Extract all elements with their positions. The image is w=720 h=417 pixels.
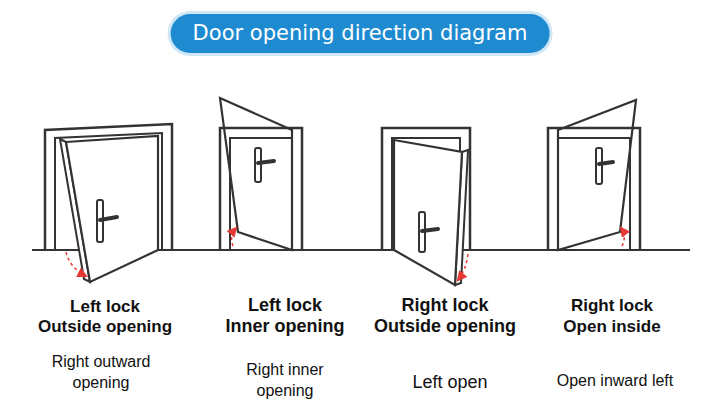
title-slot: Door opening direction diagram <box>171 14 550 53</box>
door-handle-lever <box>100 217 117 220</box>
door-leaf <box>220 98 292 250</box>
door-handle-lever <box>422 229 438 231</box>
door-type-label: Right lock Open inside <box>563 295 661 337</box>
door-type-label: Left lock Inner opening <box>226 295 345 337</box>
label-slot: Left lock Outside opening <box>38 297 173 337</box>
swing-arrow <box>232 228 236 246</box>
direction-label: Left open <box>412 371 489 393</box>
door-handle-lever <box>599 162 613 164</box>
door-frame-inner <box>230 138 292 250</box>
door-handle-lever <box>258 161 274 163</box>
direction-label: Right outward opening <box>52 351 151 393</box>
label-slot: Right lock Outside opening <box>374 295 516 337</box>
label-slot: Right inner opening <box>246 359 324 401</box>
swing-arrow <box>458 254 468 280</box>
label-slot: Left lock Inner opening <box>226 295 345 337</box>
door-frame-inner <box>558 138 630 250</box>
door-frame <box>220 128 302 250</box>
label-slot: Right lock Open inside <box>563 295 661 337</box>
door-frame <box>548 128 640 250</box>
label-slot: Right outward opening <box>52 351 151 393</box>
direction-label: Open inward left <box>556 370 674 392</box>
swing-arrow <box>66 252 86 276</box>
swing-arrow <box>621 228 624 246</box>
door-leaf <box>66 136 158 282</box>
label-slot: Left open <box>412 371 489 393</box>
door-leaf <box>394 140 462 285</box>
label-slot: Open inward left <box>556 370 674 392</box>
door-type-label: Left lock Outside opening <box>38 297 173 337</box>
direction-label: Right inner opening <box>246 359 324 401</box>
door-type-label: Right lock Outside opening <box>374 295 516 337</box>
title-pill: Door opening direction diagram <box>171 14 550 53</box>
door-leaf <box>558 100 636 250</box>
